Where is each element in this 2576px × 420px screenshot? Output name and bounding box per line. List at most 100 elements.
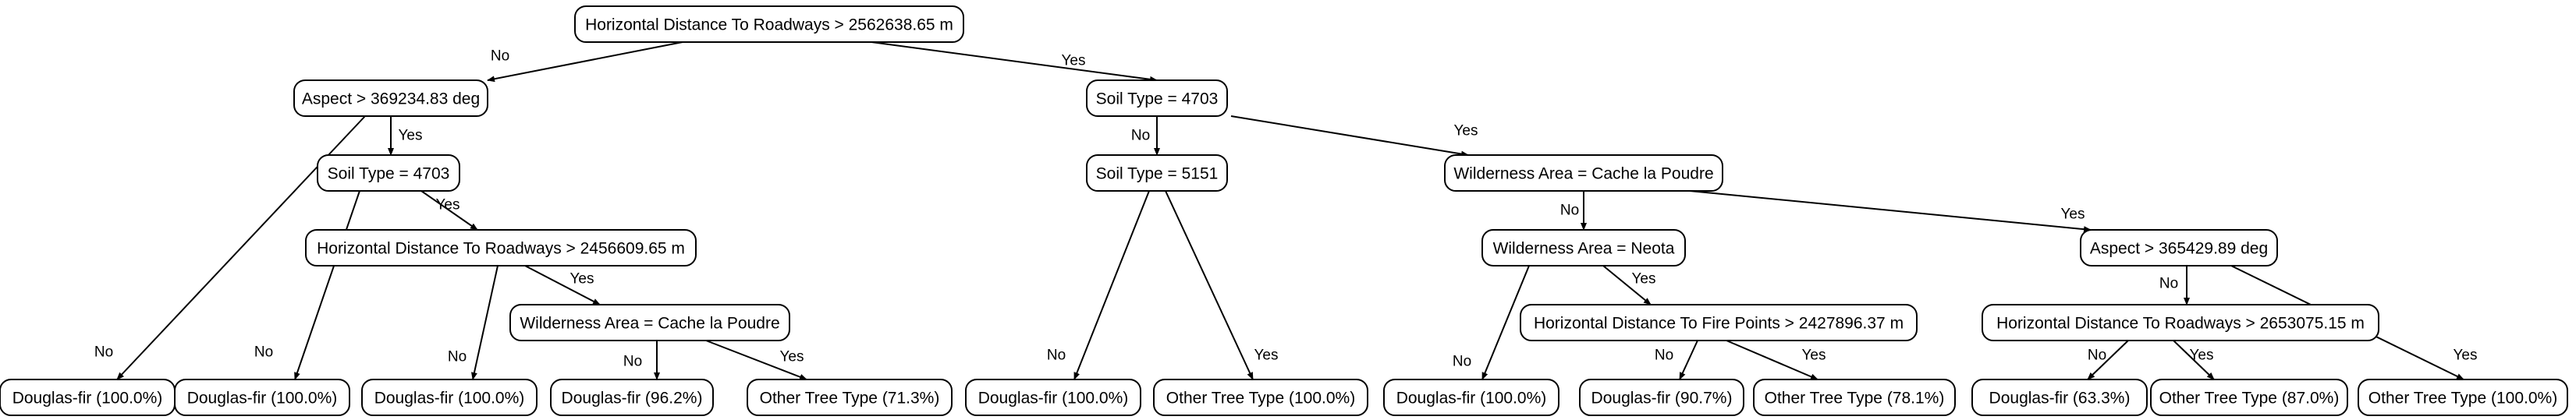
decision-node-n6: Soil Type = 5151	[1086, 154, 1228, 192]
node-label: Aspect > 365429.89 deg	[2090, 240, 2268, 258]
edge-label-yes: Yes	[2190, 348, 2214, 364]
edge-label-yes: Yes	[1802, 348, 1826, 364]
node-box	[747, 379, 953, 416]
node-box	[1579, 379, 1744, 416]
decision-node-n3: Soil Type = 4703	[317, 154, 460, 192]
node-box	[509, 304, 790, 341]
node-label: Other Tree Type (87.0%)	[2159, 390, 2340, 408]
node-box	[2080, 229, 2278, 266]
edge-n8-n9	[1602, 265, 1652, 305]
leaf-node-l7: Other Tree Type (100.0%)	[1153, 379, 1368, 416]
leaf-node-l13: Other Tree Type (100.0%)	[2358, 379, 2568, 416]
decision-node-n5: Wilderness Area = Cache la Poudre	[509, 304, 790, 341]
node-label: Other Tree Type (100.0%)	[2368, 390, 2557, 408]
node-box	[1383, 379, 1559, 416]
edge-n0-n1	[487, 41, 683, 83]
node-label: Douglas-fir (100.0%)	[374, 390, 525, 408]
decision-node-n2: Soil Type = 4703	[1086, 79, 1228, 117]
edge-n9-l10	[1726, 340, 1818, 380]
edge-n11-l12	[2173, 340, 2215, 380]
node-label: Horizontal Distance To Roadways > 245660…	[317, 240, 685, 258]
edge-n11-l11	[2087, 340, 2129, 380]
node-label: Horizontal Distance To Fire Points > 242…	[1534, 315, 1904, 333]
leaf-node-l1: Douglas-fir (100.0%)	[0, 379, 176, 416]
edge-n6-l6	[1073, 190, 1150, 380]
edge-n8-l8	[1481, 265, 1530, 380]
node-box	[574, 5, 964, 43]
node-box	[174, 379, 350, 416]
edge-n2-n7	[1230, 115, 1469, 157]
node-label: Horizontal Distance To Roadways > 265307…	[1996, 315, 2365, 333]
node-label: Aspect > 369234.83 deg	[302, 90, 480, 108]
edge-label-no: No	[2159, 276, 2178, 292]
edge-label-yes: Yes	[1062, 53, 1086, 69]
decision-node-n1: Aspect > 369234.83 deg	[293, 79, 488, 117]
leaf-node-l5: Other Tree Type (71.3%)	[747, 379, 953, 416]
node-box	[1481, 229, 1686, 266]
node-label: Other Tree Type (78.1%)	[1765, 390, 1945, 408]
edge-label-no: No	[2088, 348, 2106, 364]
node-label: Wilderness Area = Cache la Poudre	[1453, 165, 1713, 183]
leaf-node-l4: Douglas-fir (96.2%)	[550, 379, 714, 416]
node-box	[305, 229, 697, 266]
edge-n3-n4	[420, 190, 478, 231]
leaf-node-l9: Douglas-fir (90.7%)	[1579, 379, 1744, 416]
node-box	[1153, 379, 1368, 416]
decision-node-n0: Horizontal Distance To Roadways > 256263…	[574, 5, 964, 43]
edge-label-no: No	[491, 48, 509, 65]
leaf-node-l10: Other Tree Type (78.1%)	[1753, 379, 1956, 416]
node-label: Horizontal Distance To Roadways > 256263…	[585, 16, 953, 34]
node-label: Douglas-fir (100.0%)	[187, 390, 338, 408]
decision-node-n9: Horizontal Distance To Fire Points > 242…	[1520, 304, 1918, 341]
node-box	[317, 154, 460, 192]
decision-node-n10: Aspect > 365429.89 deg	[2080, 229, 2278, 266]
edge-label-yes: Yes	[570, 271, 594, 288]
edge-n0-n2	[871, 41, 1158, 83]
node-label: Douglas-fir (100.0%)	[978, 390, 1129, 408]
edge-label-no: No	[448, 349, 467, 365]
node-box	[550, 379, 714, 416]
decision-node-n8: Wilderness Area = Neota	[1481, 229, 1686, 266]
edge-label-yes: Yes	[1632, 271, 1656, 288]
leaf-node-l8: Douglas-fir (100.0%)	[1383, 379, 1559, 416]
node-label: Wilderness Area = Neota	[1493, 240, 1675, 258]
node-label: Douglas-fir (96.2%)	[562, 390, 703, 408]
edge-label-no: No	[1655, 348, 1673, 364]
edge-n7-n10	[1689, 190, 2092, 233]
leaf-node-l12: Other Tree Type (87.0%)	[2150, 379, 2348, 416]
decision-node-n4: Horizontal Distance To Roadways > 245660…	[305, 229, 697, 266]
edge-n4-n5	[524, 265, 601, 305]
node-label: Soil Type = 4703	[1096, 90, 1219, 108]
node-label: Douglas-fir (90.7%)	[1591, 390, 1733, 408]
edge-label-no: No	[1560, 203, 1579, 219]
edge-label-yes: Yes	[780, 349, 804, 365]
edge-n3-l2	[294, 190, 360, 380]
edge-label-no: No	[1047, 348, 1066, 364]
edge-label-yes: Yes	[1454, 123, 1478, 139]
node-box	[1971, 379, 2148, 416]
leaf-node-l2: Douglas-fir (100.0%)	[174, 379, 350, 416]
edge-label-no: No	[1131, 128, 1150, 144]
edge-label-yes: Yes	[1254, 348, 1279, 364]
leaf-node-l11: Douglas-fir (63.3%)	[1971, 379, 2148, 416]
node-box	[1753, 379, 1956, 416]
node-box	[1086, 154, 1228, 192]
node-label: Soil Type = 5151	[1096, 165, 1219, 183]
leaf-node-l3: Douglas-fir (100.0%)	[361, 379, 538, 416]
node-label: Wilderness Area = Cache la Poudre	[520, 315, 779, 333]
edge-label-yes: Yes	[436, 197, 460, 214]
edge-n9-l9	[1679, 340, 1698, 380]
node-box	[1444, 154, 1723, 192]
edge-label-no: No	[94, 344, 113, 361]
node-label: Douglas-fir (100.0%)	[1396, 390, 1547, 408]
node-box	[1520, 304, 1918, 341]
edge-n6-l7	[1165, 190, 1254, 380]
edge-label-no: No	[1453, 354, 1471, 370]
node-box	[965, 379, 1141, 416]
node-label: Soil Type = 4703	[328, 165, 450, 183]
node-box	[1982, 304, 2379, 341]
node-box	[1086, 79, 1228, 117]
node-box	[2358, 379, 2568, 416]
edge-label-no: No	[254, 344, 273, 361]
